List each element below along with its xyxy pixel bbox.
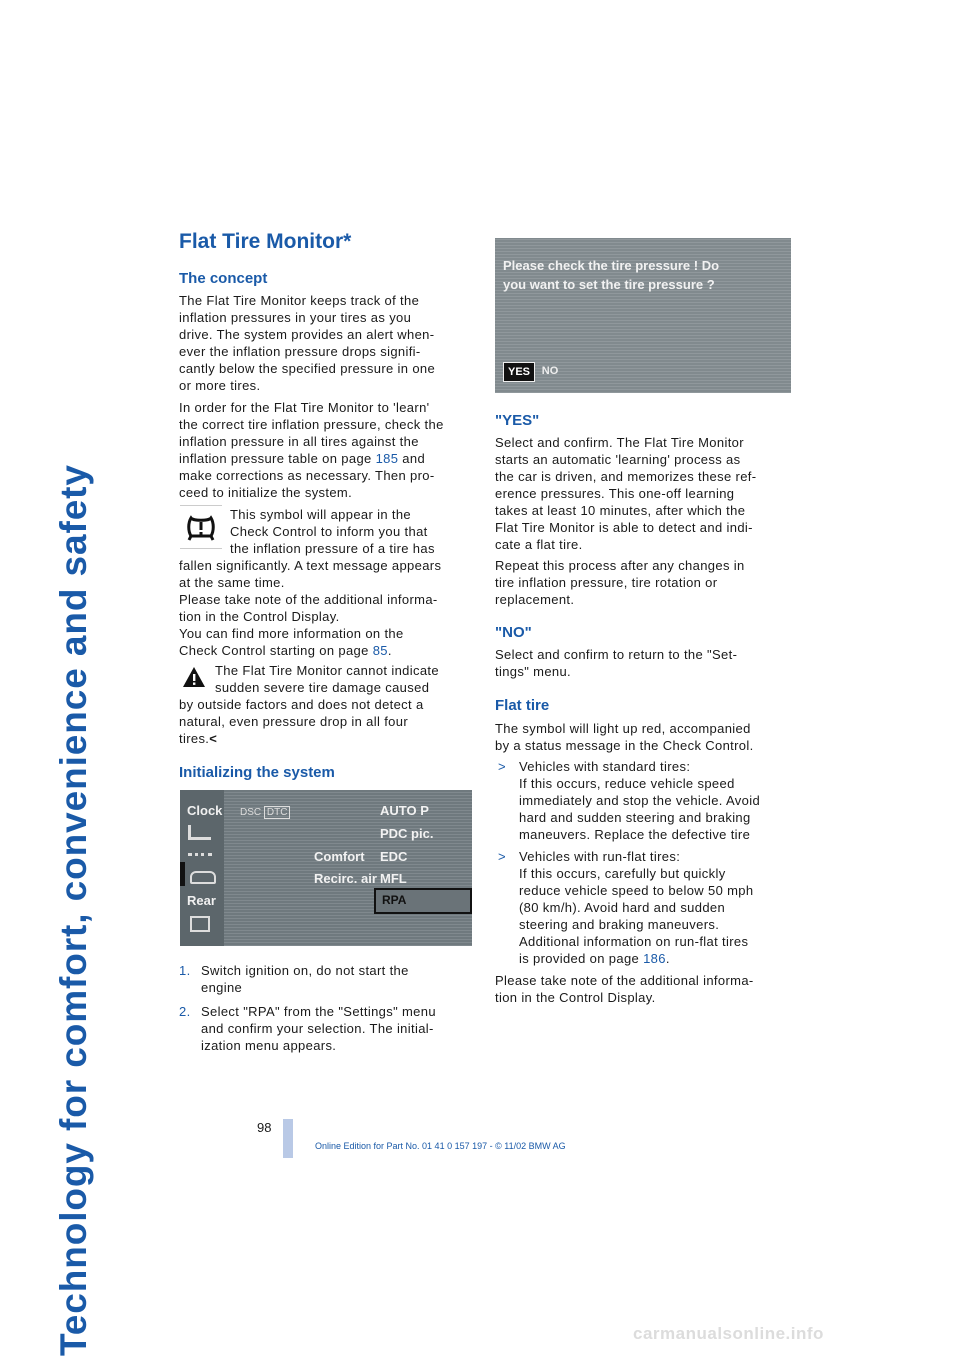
page-link-186[interactable]: 186 xyxy=(643,951,666,966)
page-number: 98 xyxy=(257,1120,272,1135)
menu-mfl: MFL xyxy=(380,871,407,886)
dialog-line-1: Please check the tire pressure ! Do xyxy=(503,258,720,273)
yes-button[interactable]: YES xyxy=(503,362,535,382)
page-title: Flat Tire Monitor* xyxy=(179,230,352,253)
menu-pdc-pic: PDC pic. xyxy=(380,826,434,841)
no-paragraph: Select and confirm to return to the "Set… xyxy=(495,647,738,679)
warning-text-continued: by outside factors and does not detect a… xyxy=(179,697,424,746)
watermark: carmanualsonline.info xyxy=(633,1324,824,1343)
concept-paragraph-2: In order for the Flat Tire Monitor to 'l… xyxy=(179,400,444,500)
settings-menu-screenshot: Clock Rear DSC DTC AUTO P PDC pic. Comfo… xyxy=(180,790,472,946)
bullet-standard-tires: > Vehicles with standard tires:If this o… xyxy=(498,759,761,842)
menu-comfort: Comfort xyxy=(314,849,365,864)
dialog-line-2: you want to set the tire pressure ? xyxy=(503,277,715,292)
end-of-warning-mark: < xyxy=(209,731,218,746)
tab-dsc: DSC xyxy=(240,807,262,818)
menu-auto-p: AUTO P xyxy=(380,803,429,818)
section-title-initializing: Initializing the system xyxy=(179,764,335,781)
concept-paragraph-1: The Flat Tire Monitor keeps track of the… xyxy=(179,293,436,393)
menu-clock: Clock xyxy=(187,803,223,818)
section-title-flat-tire: Flat tire xyxy=(495,697,550,714)
page-link-85[interactable]: 85 xyxy=(372,643,388,658)
menu-edc: EDC xyxy=(380,849,408,864)
step-1: 1.Switch ignition on, do not start the e… xyxy=(179,963,409,995)
menu-rear: Rear xyxy=(187,893,216,908)
yes-paragraph-1: Select and confirm. The Flat Tire Monito… xyxy=(495,435,757,552)
screen-icon xyxy=(190,916,210,932)
section-title-no: "NO" xyxy=(495,624,532,641)
bullet-marker: > xyxy=(498,759,506,774)
bars-icon xyxy=(188,849,212,856)
page-link-185[interactable]: 185 xyxy=(375,451,399,466)
symbol-description-continued: fallen significantly. A text message app… xyxy=(179,558,442,658)
side-title: Technology for comfort, convenience and … xyxy=(53,228,99,1356)
footer-accent-bar xyxy=(283,1119,293,1158)
section-title-concept: The concept xyxy=(179,270,268,287)
tire-pressure-dialog-screenshot: Please check the tire pressure ! Do you … xyxy=(495,238,791,393)
menu-rpa-selected: RPA xyxy=(374,888,472,914)
display-settings-icon xyxy=(188,825,211,840)
yes-paragraph-2: Repeat this process after any changes in… xyxy=(495,558,745,607)
footer-edition-text: Online Edition for Part No. 01 41 0 157 … xyxy=(315,1141,566,1151)
car-icon xyxy=(190,871,216,884)
flat-tire-outro: Please take note of the additional infor… xyxy=(495,973,754,1005)
menu-recirc-air: Recirc. air xyxy=(314,871,377,886)
side-title-text: Technology for comfort, convenience and … xyxy=(53,464,94,1356)
section-title-yes: "YES" xyxy=(495,412,540,429)
no-button[interactable]: NO xyxy=(541,365,559,377)
step-2: 2.Select "RPA" from the "Settings" menu … xyxy=(179,1004,436,1053)
tab-dtc: DTC xyxy=(263,806,291,819)
flat-tire-intro: The symbol will light up red, accompanie… xyxy=(495,721,754,753)
tire-pressure-warning-icon xyxy=(180,505,222,549)
bullet-marker: > xyxy=(498,849,506,864)
bullet-run-flat-tires: > Vehicles with run-flat tires:If this o… xyxy=(498,849,754,966)
warning-triangle-icon xyxy=(182,665,206,689)
